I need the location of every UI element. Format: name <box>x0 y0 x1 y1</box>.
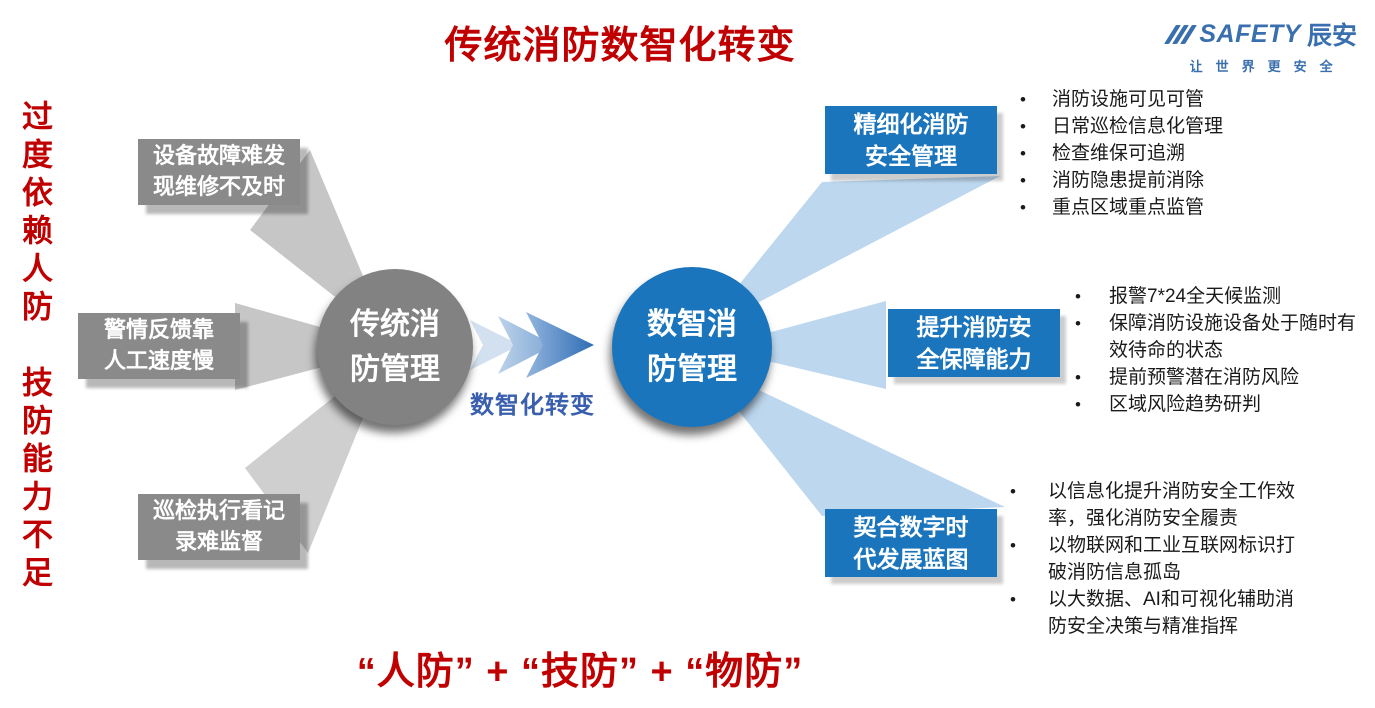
benefit-list-refined-management: 消防设施可见可管 日常巡检信息化管理 检查维保可追溯 消防隐患提前消除 重点区域… <box>1014 86 1294 221</box>
pain-point-box-equipment: 设备故障难发 现维修不及时 <box>138 139 300 205</box>
logo-tagline: 让世界更安全 <box>1189 59 1346 74</box>
circle-line: 数智消 <box>647 308 737 341</box>
pain-point-box-alarm: 警情反馈靠 人工速度慢 <box>78 313 240 379</box>
list-item: 检查维保可追溯 <box>1014 140 1294 167</box>
pain-point-box-inspection: 巡检执行看记 录难监督 <box>138 494 300 560</box>
benefit-box-line: 契合数字时 <box>853 513 969 540</box>
list-item: 以物联网和工业互联网标识打破消防信息孤岛 <box>1005 532 1298 586</box>
list-item: 提前预警潜在消防风险 <box>1065 364 1359 391</box>
benefit-box-line: 全保障能力 <box>916 346 1032 372</box>
left-vertical-label: 过度依赖人防 技防能力不足 <box>17 100 52 594</box>
list-item: 保障消防设施设备处于随时有效待命的状态 <box>1065 310 1359 364</box>
list-item: 报警7*24全天候监测 <box>1065 283 1359 310</box>
pain-point-line: 现维修不及时 <box>152 174 285 199</box>
benefit-box-safety-capability: 提升消防安 全保障能力 <box>888 309 1060 377</box>
company-logo: SAFETY 辰安 让世界更安全 <box>1164 16 1357 75</box>
benefit-box-refined-management: 精细化消防 安全管理 <box>825 106 997 174</box>
benefit-box-line: 安全管理 <box>865 143 957 169</box>
list-item: 区域风险趋势研判 <box>1065 391 1359 418</box>
pain-point-line: 设备故障难发 <box>152 143 285 169</box>
smart-fire-circle: 数智消 防管理 <box>612 267 772 427</box>
list-item: 以大数据、AI和可视化辅助消防安全决策与精准指挥 <box>1005 586 1298 640</box>
list-item: 消防设施可见可管 <box>1014 86 1294 113</box>
pain-point-line: 巡检执行看记 <box>152 498 285 524</box>
transformation-label: 数智化转变 <box>470 392 595 419</box>
benefit-box-digital-blueprint: 契合数字时 代发展蓝图 <box>825 509 997 577</box>
page-title: 传统消防数智化转变 <box>444 25 796 67</box>
benefit-list-safety-capability: 报警7*24全天候监测 保障消防设施设备处于随时有效待命的状态 提前预警潜在消防… <box>1065 283 1359 418</box>
circle-line: 防管理 <box>647 353 737 386</box>
logo-brand-row: SAFETY 辰安 <box>1164 16 1357 52</box>
list-item: 消防隐患提前消除 <box>1014 167 1294 194</box>
logo-brand-cn: 辰安 <box>1306 22 1357 50</box>
list-item: 重点区域重点监管 <box>1014 194 1294 221</box>
benefit-box-line: 精细化消防 <box>853 110 969 137</box>
logo-brand-text: SAFETY <box>1199 19 1301 48</box>
benefit-list-digital-blueprint: 以信息化提升消防安全工作效率，强化消防安全履责 以物联网和工业互联网标识打破消防… <box>1005 478 1298 640</box>
pain-point-line: 人工速度慢 <box>103 348 214 373</box>
transform-arrow-icon <box>470 312 594 378</box>
circle-line: 防管理 <box>350 353 440 386</box>
list-item: 日常巡检信息化管理 <box>1014 113 1294 140</box>
circle-line: 传统消 <box>350 308 440 341</box>
blue-wedges <box>700 176 1005 516</box>
pain-point-line: 警情反馈靠 <box>103 317 214 343</box>
benefit-box-line: 代发展蓝图 <box>853 546 969 572</box>
traditional-fire-circle: 传统消 防管理 <box>317 269 473 425</box>
list-item: 以信息化提升消防安全工作效率，强化消防安全履责 <box>1005 478 1298 532</box>
benefit-box-line: 提升消防安 <box>916 313 1032 340</box>
pain-point-line: 录难监督 <box>174 529 263 554</box>
bottom-slogan: “人防” + “技防” + “物防” <box>356 651 804 693</box>
logo-slashes-icon <box>1164 24 1198 44</box>
